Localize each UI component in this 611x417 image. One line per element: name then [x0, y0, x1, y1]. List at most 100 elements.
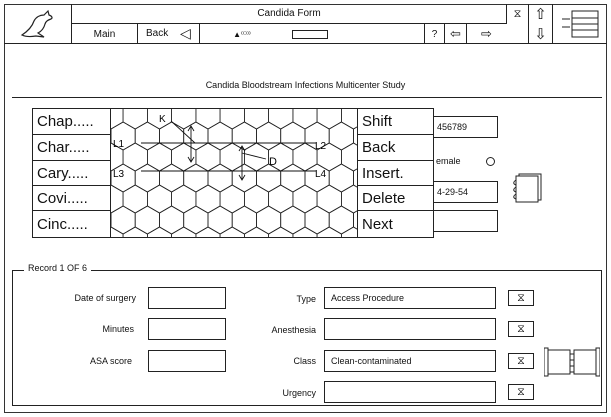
hex-key[interactable] [171, 109, 197, 130]
hex-key[interactable] [231, 205, 257, 235]
key-cary[interactable]: Cary..... [33, 161, 110, 186]
hex-key[interactable] [268, 184, 294, 214]
hex-key[interactable] [316, 109, 342, 130]
hex-key[interactable] [268, 109, 294, 130]
hex-key[interactable] [268, 226, 294, 237]
patient-id-field[interactable]: 456789 [430, 116, 498, 138]
key-insert[interactable]: Insert. [358, 161, 434, 186]
date-of-surgery-field[interactable] [148, 287, 226, 309]
hex-key[interactable] [340, 184, 357, 214]
hex-key[interactable] [195, 184, 221, 214]
hex-key[interactable] [134, 205, 160, 235]
hex-key[interactable] [159, 163, 185, 193]
birthdate-field[interactable]: 4-29-54 [430, 181, 498, 203]
hex-key[interactable] [292, 184, 318, 214]
stack-icon[interactable] [511, 172, 545, 204]
hex-key[interactable] [280, 205, 306, 235]
hex-key[interactable] [147, 184, 172, 214]
scroll-down-button[interactable]: ⇩ [528, 24, 552, 44]
hex-key[interactable] [292, 142, 318, 172]
minutes-field[interactable] [148, 318, 226, 340]
class-field[interactable]: Clean-contaminated [324, 350, 496, 372]
hex-key[interactable] [256, 163, 282, 193]
patient-extra-field[interactable] [430, 210, 498, 232]
hex-key[interactable] [328, 205, 354, 235]
hex-key[interactable] [159, 205, 185, 235]
hex-key[interactable] [328, 163, 354, 193]
hex-key[interactable] [171, 142, 197, 172]
hex-key[interactable] [231, 121, 257, 151]
hex-key[interactable] [183, 163, 209, 193]
hex-key[interactable] [280, 163, 306, 193]
hex-key[interactable] [122, 226, 148, 237]
hex-key[interactable] [256, 205, 282, 235]
hex-key[interactable] [280, 121, 306, 151]
key-back[interactable]: Back [358, 135, 434, 161]
hex-key[interactable] [219, 109, 245, 130]
hex-key[interactable] [316, 184, 342, 214]
hex-key[interactable] [122, 184, 148, 214]
next-arrow-button[interactable]: ⇨ [466, 24, 506, 44]
anesthesia-field[interactable] [324, 318, 496, 340]
urgency-field[interactable] [324, 381, 496, 403]
back-button[interactable]: Back ◁ [138, 24, 200, 44]
hex-key[interactable] [243, 226, 270, 237]
hex-key[interactable] [159, 121, 185, 151]
hex-key[interactable] [111, 205, 136, 235]
hex-key[interactable] [122, 142, 148, 172]
hex-key[interactable] [219, 142, 245, 172]
hex-key[interactable] [183, 205, 209, 235]
anesthesia-dropdown-button[interactable]: ⧖ [508, 321, 534, 337]
hex-key[interactable] [328, 121, 354, 151]
hex-key[interactable] [243, 184, 270, 214]
speaker-icon[interactable]: ▲⁽⁽⁾⁾⁾ [233, 29, 251, 39]
key-next[interactable]: Next [362, 215, 393, 233]
hex-key[interactable] [195, 226, 221, 237]
key-covi[interactable]: Covi..... [33, 186, 110, 211]
hex-key[interactable] [316, 226, 342, 237]
hex-key[interactable] [111, 109, 124, 130]
hex-key[interactable] [207, 121, 233, 151]
hex-key[interactable] [207, 163, 233, 193]
hex-key[interactable] [122, 109, 148, 130]
key-delete[interactable]: Delete [358, 186, 434, 211]
help-button[interactable]: ? [424, 24, 444, 44]
asa-score-field[interactable] [148, 350, 226, 372]
hex-key[interactable] [292, 226, 318, 237]
type-field[interactable]: Access Procedure [324, 287, 496, 309]
hex-key[interactable] [111, 226, 124, 237]
hex-key[interactable] [292, 109, 318, 130]
hex-key[interactable] [340, 109, 357, 130]
hex-key[interactable] [195, 142, 221, 172]
type-dropdown-button[interactable]: ⧖ [508, 290, 534, 306]
input-bar-icon[interactable] [292, 30, 328, 39]
key-shift[interactable]: Shift [358, 109, 434, 135]
hex-key[interactable] [147, 142, 172, 172]
radio-female[interactable] [486, 157, 495, 166]
hex-key[interactable] [219, 226, 245, 237]
hex-key[interactable] [304, 205, 330, 235]
hex-key[interactable] [340, 226, 357, 237]
hex-key[interactable] [134, 163, 160, 193]
key-char[interactable]: Char..... [33, 135, 110, 161]
prev-arrow-button[interactable]: ⇦ [444, 24, 466, 44]
notebook-icon[interactable] [552, 4, 607, 44]
hex-key[interactable] [195, 109, 221, 130]
main-button[interactable]: Main [72, 24, 138, 44]
key-chap[interactable]: Chap..... [33, 109, 110, 135]
sort-icon[interactable]: ⧖ [506, 4, 528, 24]
hex-key[interactable] [171, 226, 197, 237]
hex-key[interactable] [219, 184, 245, 214]
scroll-up-button[interactable]: ⇧ [528, 4, 552, 24]
hex-key[interactable] [243, 109, 270, 130]
hex-key[interactable] [256, 121, 282, 151]
honeycomb-keypad[interactable]: K L1 L2 L3 L4 D [111, 109, 357, 237]
hex-key[interactable] [111, 184, 124, 214]
open-book-icon[interactable] [543, 344, 601, 378]
hex-key[interactable] [231, 163, 257, 193]
hex-key[interactable] [134, 121, 160, 151]
hex-key[interactable] [340, 142, 357, 172]
hex-key[interactable] [207, 205, 233, 235]
key-cinc[interactable]: Cinc..... [37, 215, 88, 233]
class-dropdown-button[interactable]: ⧖ [508, 353, 534, 369]
